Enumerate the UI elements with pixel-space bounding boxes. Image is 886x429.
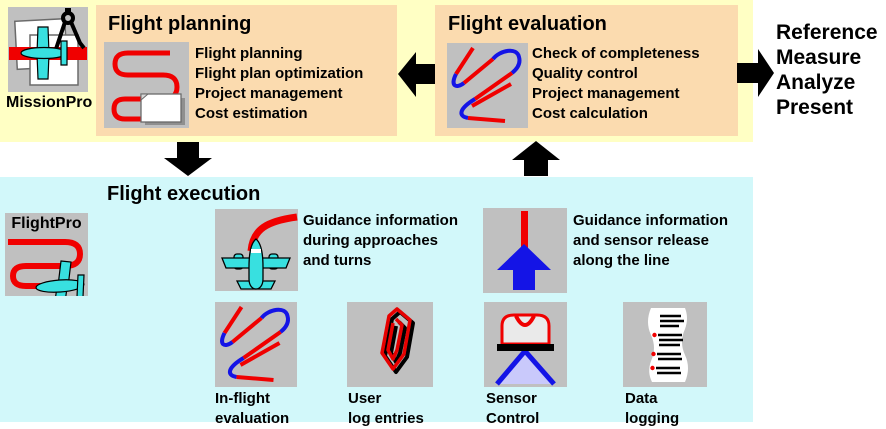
user-log-tile bbox=[347, 302, 433, 387]
arrow-down-icon bbox=[164, 142, 212, 176]
outputs-list: Reference Measure Analyze Present bbox=[776, 20, 878, 120]
arrow-right-icon bbox=[737, 49, 774, 97]
flight-evaluation-panel: Flight evaluation Check of completeness … bbox=[435, 5, 738, 136]
output-item: Reference bbox=[776, 21, 878, 44]
output-item: Present bbox=[776, 96, 854, 119]
planning-item: Flight planning bbox=[195, 45, 303, 62]
guidance-turns-text: Guidance information during approaches a… bbox=[303, 212, 459, 269]
flightpro-icon bbox=[8, 239, 85, 296]
planning-item: Project management bbox=[195, 85, 343, 102]
output-item: Analyze bbox=[776, 71, 856, 94]
guidance-turns-tile bbox=[215, 209, 298, 291]
data-log-paper-icon bbox=[648, 308, 688, 382]
arrow-up-icon bbox=[512, 141, 560, 176]
evaluation-item: Quality control bbox=[532, 65, 638, 82]
flight-evaluation-list: Check of completeness Quality control Pr… bbox=[532, 44, 700, 124]
line-follow-icon bbox=[497, 211, 551, 290]
sensor-control-tile bbox=[484, 302, 567, 387]
in-flight-evaluation-tile bbox=[215, 302, 297, 387]
flightpro-product-tile: FlightPro bbox=[5, 213, 88, 296]
evaluation-route-icon bbox=[451, 46, 522, 123]
in-flight-evaluation-label: In-flight evaluation bbox=[215, 390, 290, 427]
data-logging-tile bbox=[623, 302, 707, 387]
missionpro-label: MissionPro bbox=[6, 94, 93, 111]
missionpro-product-tile bbox=[8, 7, 88, 92]
flight-planning-list: Flight planning Flight plan optimization… bbox=[195, 44, 363, 124]
sensor-camera-icon bbox=[495, 313, 556, 386]
planning-item: Cost estimation bbox=[195, 105, 308, 122]
missionpro-icon bbox=[9, 8, 87, 86]
flight-plan-route-icon bbox=[111, 50, 185, 125]
arrow-left-icon bbox=[398, 52, 435, 97]
flight-planning-title: Flight planning bbox=[108, 13, 252, 35]
paperclip-icon bbox=[380, 307, 415, 374]
user-log-label: User log entries bbox=[348, 390, 424, 427]
flight-execution-title: Flight execution bbox=[107, 183, 261, 205]
in-flight-route-icon bbox=[220, 305, 290, 382]
flight-planning-panel: Flight planning Flight planning Flight p… bbox=[96, 5, 397, 136]
airplane-approach-icon bbox=[221, 213, 298, 290]
evaluation-route-tile bbox=[447, 43, 528, 128]
flight-evaluation-title: Flight evaluation bbox=[448, 13, 607, 35]
flightpro-label: FlightPro bbox=[11, 215, 82, 232]
sensor-control-label: Sensor Control bbox=[486, 390, 540, 427]
guidance-line-text: Guidance information and sensor release … bbox=[573, 212, 729, 269]
output-item: Measure bbox=[776, 46, 862, 69]
flight-plan-tile bbox=[104, 42, 189, 128]
evaluation-item: Cost calculation bbox=[532, 105, 648, 122]
evaluation-item: Check of completeness bbox=[532, 45, 700, 62]
planning-item: Flight plan optimization bbox=[195, 65, 364, 82]
data-logging-label: Data logging bbox=[625, 390, 680, 427]
guidance-line-tile bbox=[483, 208, 567, 293]
evaluation-item: Project management bbox=[532, 85, 680, 102]
